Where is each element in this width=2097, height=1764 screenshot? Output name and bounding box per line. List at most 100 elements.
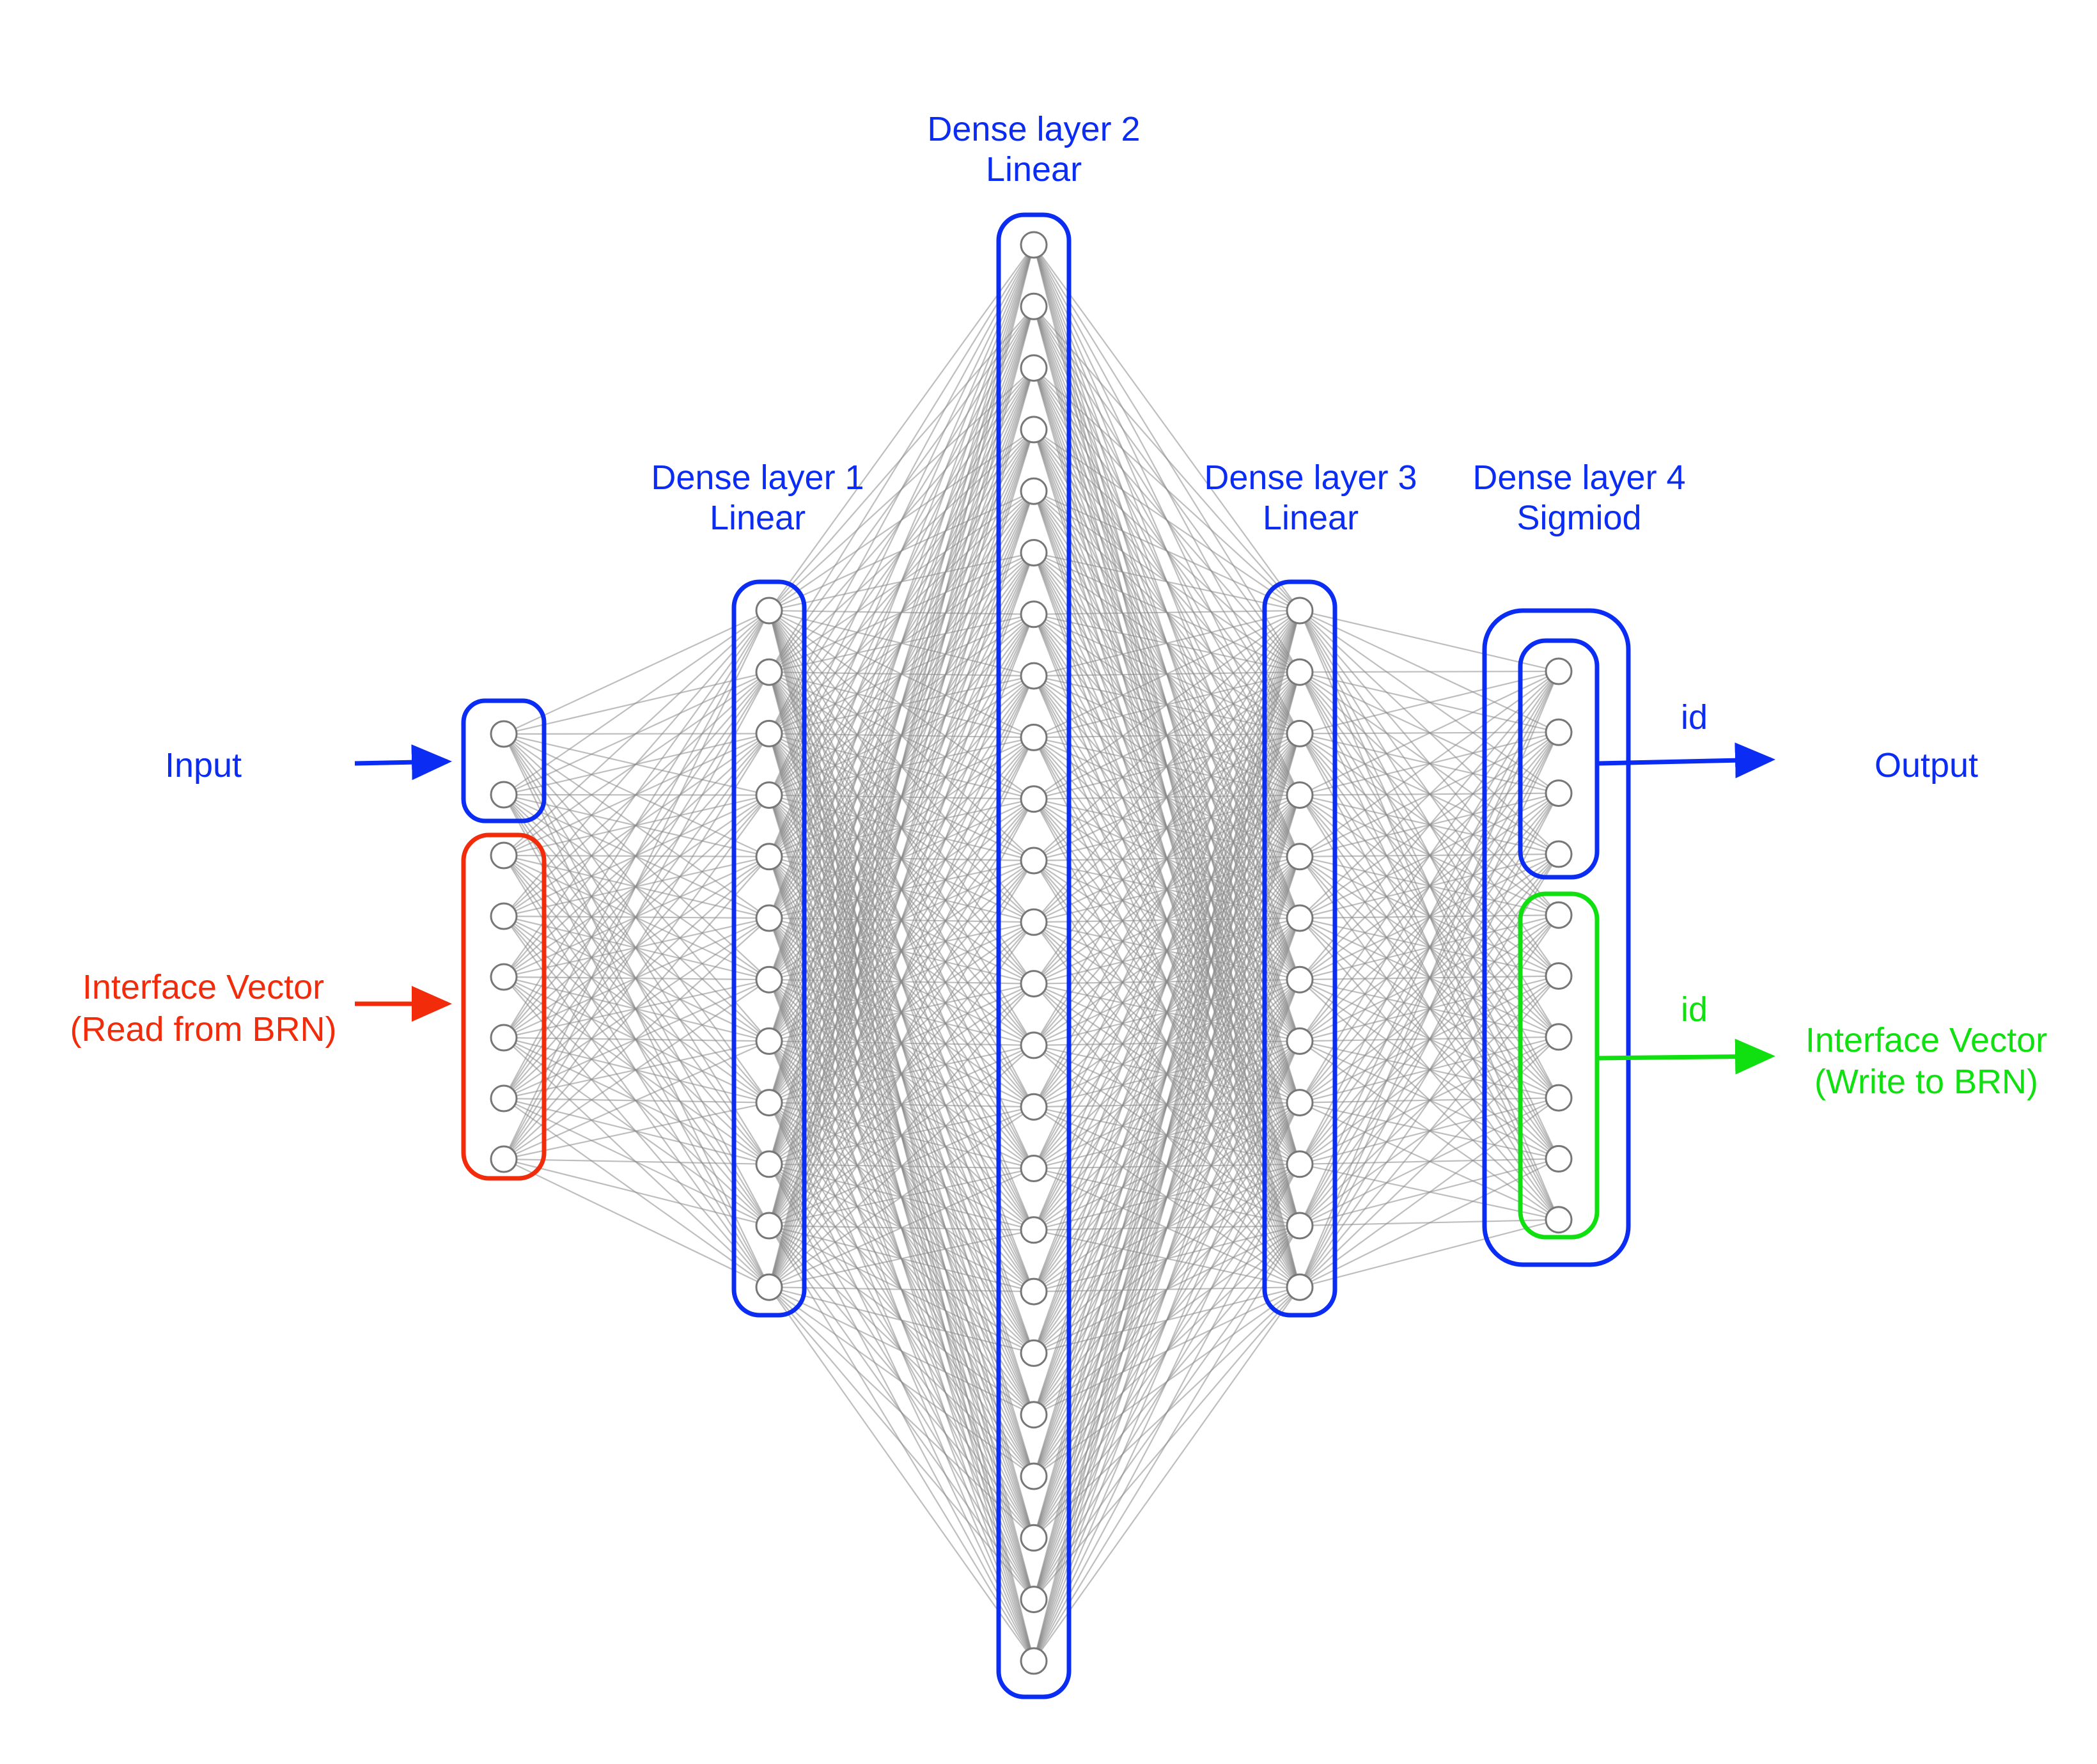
neuron-dense4-9 <box>1545 1206 1573 1234</box>
edge-dense1-0-dense2-0 <box>768 244 1034 611</box>
edge-dense1-4-dense2-0 <box>768 244 1035 857</box>
arrows <box>354 742 1775 1075</box>
dense-layer-4-outline <box>1482 608 1631 1267</box>
neuron-dense3-4 <box>1286 843 1314 871</box>
output-group-outline <box>1518 638 1600 880</box>
edge-input-1-dense1-0 <box>503 610 770 795</box>
dense-layer-4-title: Dense layer 4 <box>1472 458 1685 497</box>
edge-dense2-7-dense3-0 <box>1033 609 1300 677</box>
edge-dense3-3-dense4-0 <box>1299 671 1559 796</box>
neuron-dense3-0 <box>1286 597 1314 625</box>
edge-dense3-11-dense4-2 <box>1299 793 1559 1288</box>
interface-write-group-outline <box>1518 891 1600 1240</box>
neuron-input-1 <box>490 781 518 809</box>
edge-dense3-0-dense4-0 <box>1299 609 1559 673</box>
edge-dense2-10-dense3-0 <box>1033 610 1300 861</box>
neuron-dense2-9 <box>1020 785 1048 813</box>
input-label: Input <box>165 746 242 784</box>
neuron-dense1-9 <box>755 1150 783 1178</box>
neuron-input-4 <box>490 963 518 991</box>
neuron-dense2-15 <box>1020 1155 1048 1182</box>
edge-dense3-11-dense4-7 <box>1299 1097 1559 1288</box>
edge-dense3-2-dense4-0 <box>1299 670 1559 735</box>
edge-dense2-5-dense3-0 <box>1033 552 1300 612</box>
neuron-dense3-6 <box>1286 965 1314 994</box>
neuron-dense2-2 <box>1020 354 1048 382</box>
neuron-input-0 <box>490 720 518 748</box>
neuron-dense2-0 <box>1020 231 1048 259</box>
edge-dense2-13-dense3-0 <box>1033 610 1300 1046</box>
edge-dense2-23-dense3-3 <box>1033 795 1301 1662</box>
neuron-dense2-18 <box>1020 1339 1048 1367</box>
edge-input-7-dense1-5 <box>503 917 770 1160</box>
edge-dense1-11-dense2-20 <box>768 1286 1034 1477</box>
edge-dense3-4-dense4-0 <box>1299 671 1559 857</box>
neuron-dense3-7 <box>1286 1027 1314 1055</box>
connection-edges <box>503 244 1560 1662</box>
edge-input-5-dense1-0 <box>503 610 770 1038</box>
neuron-dense2-5 <box>1020 539 1048 566</box>
input-arrow <box>354 744 452 781</box>
edge-dense1-11-dense2-18 <box>768 1286 1034 1354</box>
neuron-dense4-5 <box>1545 962 1573 990</box>
edge-dense2-23-dense3-11 <box>1033 1286 1300 1662</box>
neuron-input-6 <box>490 1084 518 1112</box>
edge-dense1-11-dense2-9 <box>768 799 1034 1288</box>
edge-dense2-23-dense3-4 <box>1033 856 1301 1662</box>
edge-dense2-0-dense3-0 <box>1033 244 1300 611</box>
neuron-dense2-21 <box>1020 1524 1048 1552</box>
neuron-dense3-8 <box>1286 1089 1314 1117</box>
edge-dense1-11-dense2-17 <box>768 1286 1034 1293</box>
edge-dense3-11-dense4-8 <box>1299 1158 1559 1288</box>
edge-dense2-9-dense3-0 <box>1033 610 1300 800</box>
neuron-dense1-0 <box>755 597 783 625</box>
neuron-dense4-4 <box>1545 901 1573 929</box>
output-arrow <box>1598 742 1775 779</box>
edge-input-6-dense1-0 <box>503 610 770 1099</box>
edge-input-3-dense1-0 <box>503 610 770 917</box>
neuron-dense2-22 <box>1020 1586 1048 1614</box>
output-label: Output <box>1875 746 1978 784</box>
edge-dense2-12-dense3-0 <box>1033 610 1300 985</box>
neuron-dense2-6 <box>1020 600 1048 628</box>
edge-dense1-5-dense2-0 <box>768 244 1035 919</box>
labels: Dense layer 2 Linear Dense layer 1 Linea… <box>70 110 2047 1101</box>
edge-dense1-11-dense2-3 <box>768 429 1035 1288</box>
edge-dense1-11-dense2-4 <box>768 490 1035 1288</box>
edge-dense1-11-dense2-11 <box>768 921 1034 1288</box>
id-write-label: id <box>1681 990 1708 1029</box>
dense-layer-2-title: Dense layer 2 <box>927 110 1140 148</box>
neuron-dense1-1 <box>755 658 783 686</box>
edge-input-7-dense1-1 <box>503 671 770 1160</box>
edge-dense3-11-dense4-9 <box>1299 1219 1559 1288</box>
dense-layer-3-activation: Linear <box>1263 499 1359 537</box>
neuron-dense2-12 <box>1020 970 1048 998</box>
edge-input-0-dense1-0 <box>503 610 770 735</box>
neuron-dense1-4 <box>755 843 783 871</box>
neuron-dense3-5 <box>1286 904 1314 932</box>
neuron-nodes <box>490 231 1573 1675</box>
neuron-dense1-11 <box>755 1273 783 1301</box>
edge-input-7-dense1-9 <box>503 1158 770 1165</box>
neuron-dense4-2 <box>1545 779 1573 808</box>
edge-dense2-23-dense3-9 <box>1033 1164 1300 1662</box>
edge-dense1-11-dense2-5 <box>768 552 1035 1288</box>
edge-dense3-10-dense4-0 <box>1299 671 1559 1226</box>
edge-dense2-23-dense3-2 <box>1033 733 1301 1662</box>
neuron-dense3-1 <box>1286 658 1314 686</box>
edge-dense2-23-dense3-6 <box>1033 979 1301 1662</box>
edge-dense3-11-dense4-3 <box>1299 854 1559 1288</box>
edge-dense2-20-dense3-0 <box>1033 610 1301 1477</box>
edge-input-7-dense1-6 <box>503 979 770 1160</box>
interface-write-label-line1: Interface Vector <box>1805 1021 2047 1059</box>
edge-dense1-11-dense2-13 <box>768 1045 1034 1288</box>
edge-dense1-3-dense2-0 <box>768 244 1034 796</box>
edge-dense2-16-dense3-0 <box>1033 610 1301 1231</box>
neuron-dense2-1 <box>1020 292 1048 320</box>
neuron-dense1-10 <box>755 1212 783 1240</box>
edge-input-7-dense1-0 <box>503 610 770 1160</box>
edge-dense2-3-dense3-0 <box>1033 428 1300 611</box>
neuron-dense1-7 <box>755 1027 783 1055</box>
edge-dense1-8-dense2-0 <box>768 244 1035 1103</box>
